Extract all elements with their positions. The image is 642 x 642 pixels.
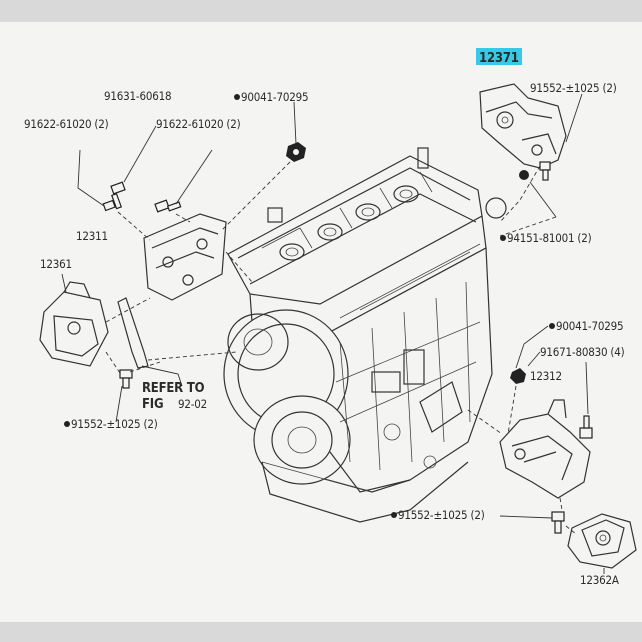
callout-text: 91552-±1025 (2) [398, 508, 485, 522]
nut-icon [286, 142, 306, 162]
refer-to-line2[interactable]: FIG [142, 397, 164, 412]
bolt-icon [154, 199, 182, 213]
callout-text: 90041-70295 [556, 319, 623, 333]
engine-assembly [223, 147, 507, 523]
callout-90041-top[interactable]: 90041-70295 [234, 90, 309, 104]
callout-91622-mid[interactable]: 91622-61020 (2) [156, 117, 241, 131]
callout-text: 91552-±1025 (2) [71, 417, 158, 431]
callout-91552-top[interactable]: 91552-±1025 (2) [530, 81, 617, 95]
callout-12312[interactable]: 12312 [530, 369, 562, 383]
callout-91631[interactable]: 91631-60618 [104, 89, 172, 103]
engine-mount-diagram: 12371 91552-±1025 (2) 94151-81001 (2) 91… [24, 48, 637, 587]
part-12361-mount [39, 281, 109, 367]
bullet-icon [549, 323, 555, 329]
callout-91622-left[interactable]: 91622-61020 (2) [24, 117, 109, 131]
part-12311-bracket [143, 213, 227, 301]
bolt-icon [119, 369, 133, 389]
callout-12361[interactable]: 12361 [40, 257, 72, 271]
refer-fig-number[interactable]: 92-02 [178, 397, 207, 411]
bullet-icon [500, 235, 506, 241]
bullet-icon [391, 512, 397, 518]
bullet-icon [64, 421, 70, 427]
bolt-icon [551, 511, 565, 534]
part-12371-mount [479, 83, 567, 169]
bolt-icon [539, 161, 551, 181]
bracket-strip [117, 297, 149, 369]
highlight-marker [476, 48, 522, 65]
parts-diagram-sheet: 12371 91552-±1025 (2) 94151-81001 (2) 91… [0, 22, 642, 622]
callout-12362A[interactable]: 12362A [580, 573, 619, 587]
nut-icon [510, 368, 526, 384]
callout-94151[interactable]: 94151-81001 (2) [500, 231, 592, 245]
callout-12371[interactable]: 12371 [476, 48, 522, 66]
bolt-icon [110, 181, 126, 210]
callout-91552-left[interactable]: 91552-±1025 (2) [64, 417, 158, 431]
bullet-icon [234, 94, 240, 100]
callout-12311[interactable]: 12311 [76, 229, 108, 243]
callout-90041-right[interactable]: 90041-70295 [549, 319, 624, 333]
part-12312-bracket [499, 399, 591, 499]
callout-text: 94151-81001 (2) [507, 231, 592, 245]
refer-to-line1[interactable]: REFER TO [142, 381, 205, 396]
callout-text: 90041-70295 [241, 90, 308, 104]
callout-text: 12371 [479, 51, 519, 66]
callout-91552-bottom[interactable]: 91552-±1025 (2) [391, 508, 485, 522]
nut-icon [519, 170, 529, 180]
callout-91671[interactable]: 91671-80830 (4) [540, 345, 625, 359]
bolt-icon [579, 415, 593, 439]
part-12362A-mount [567, 513, 637, 569]
bolt-icon [102, 199, 116, 212]
